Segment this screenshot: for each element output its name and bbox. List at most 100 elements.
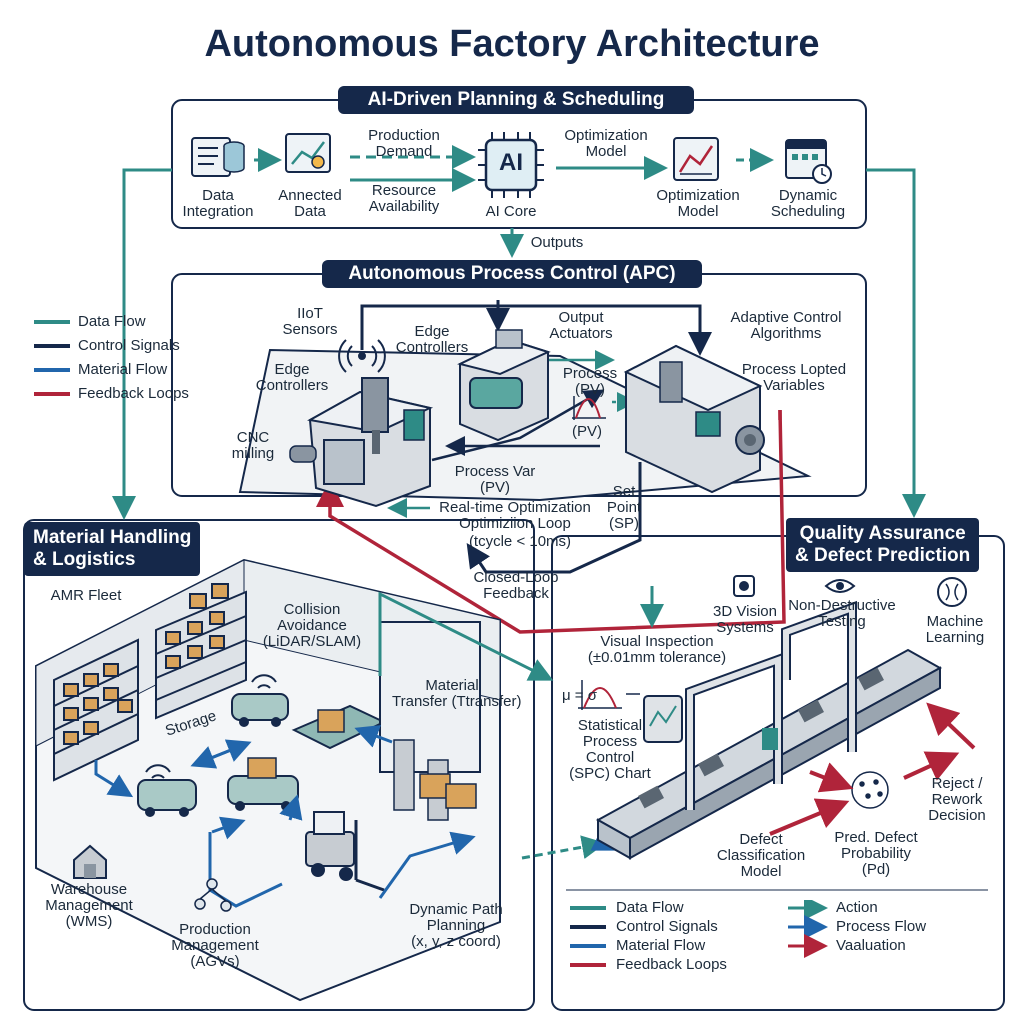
amr-fleet-label: AMR Fleet	[50, 587, 122, 604]
outputs-label: Outputs	[530, 234, 584, 251]
legend-item: Feedback Loops	[78, 385, 189, 402]
legend-swatch-control	[34, 344, 70, 348]
inspection-gate-2	[781, 600, 857, 752]
reject-decision-label: Reject / Rework Decision	[928, 775, 986, 824]
pred-defect-label: Pred. Defect Probability (Pd)	[834, 829, 918, 878]
vision-systems-label: 3D Vision Systems	[713, 603, 777, 636]
material-title: Material Handling & Logistics	[24, 522, 201, 576]
conveyor-cart	[291, 704, 387, 750]
material-flow-route-d	[378, 831, 476, 899]
material-transfer-label: Material Transfer (Ttransfer)	[392, 677, 522, 710]
brain-icon	[937, 577, 967, 607]
page-title: Autonomous Factory Architecture	[204, 23, 820, 65]
tcycle-label: (tcycle < 10ms)	[468, 533, 572, 550]
legend-item: Data Flow	[78, 313, 146, 330]
legend-item: Process Flow	[836, 918, 927, 935]
legend-item: Material Flow	[78, 361, 168, 378]
legend-item: Control Signals	[78, 337, 180, 354]
process-pv-label: Process (PV)	[562, 365, 618, 398]
planning-title: AI-Driven Planning & Scheduling	[338, 86, 694, 114]
realtime-loop-label: Real-time Optimization Optimiziion Loop	[439, 499, 591, 532]
legend-item: Data Flow	[616, 899, 684, 916]
legend-item: Action	[836, 899, 878, 916]
pv-small-label: (PV)	[572, 423, 602, 440]
wifi-sensor-icon	[338, 339, 386, 373]
network-icon	[194, 878, 232, 912]
cnc-milling-label: CNC milling	[231, 429, 275, 462]
legend-swatch-feedback	[34, 392, 70, 396]
edge-controllers-left-label: Edge Controllers	[255, 361, 329, 394]
annected-data-icon	[285, 133, 331, 173]
vision-camera-icon	[733, 575, 755, 597]
data-integration-icon	[191, 137, 245, 177]
spc-symbols-label: μ = σ	[562, 687, 597, 704]
legend-item: Feedback Loops	[616, 956, 727, 973]
storage-shelf-right	[155, 583, 247, 720]
evaluation-arrow-3	[903, 751, 960, 781]
data-integration-label: Data Integration	[182, 187, 254, 220]
spc-curve-icon	[578, 680, 640, 710]
dynamic-path-label: Dynamic Path Planning (x, y, z coord)	[409, 901, 503, 950]
process-var-label: Process Var (PV)	[454, 463, 536, 496]
legend-swatch-control	[570, 925, 606, 929]
ndt-label: Non-Destructive Testing	[788, 597, 896, 630]
collision-label: Collision Avoidance (LiDAR/SLAM)	[262, 601, 362, 650]
closed-loop-label: Closed-Loop Feedback	[473, 569, 559, 602]
defect-model-label: Defect Classification Model	[716, 831, 806, 880]
production-demand-label: Production Demand	[368, 127, 440, 160]
amr-robot-1	[231, 693, 289, 727]
adaptive-control-label: Adaptive Control Algorithms	[730, 309, 842, 342]
quality-title: Quality Assurance & Defect Prediction	[786, 518, 980, 572]
ai-core-chip-icon	[478, 132, 544, 198]
legend-swatch-data	[570, 906, 606, 910]
legend-item: Control Signals	[616, 918, 718, 935]
legend-item: Vaaluation	[836, 937, 906, 954]
annected-data-label: Annected Data	[278, 187, 342, 220]
wifi-icon	[145, 674, 277, 779]
storage-shelf-left	[53, 638, 139, 782]
production-mgmt-label: Production Management (AGVs)	[171, 921, 259, 970]
legend-item: Material Flow	[616, 937, 706, 954]
material-flow-route-b	[94, 760, 134, 798]
spc-chart-label: Statistical Process Control (SPC) Chart	[569, 717, 651, 782]
evaluation-arrow-1	[809, 762, 854, 793]
edge-controller-lathe	[457, 329, 551, 442]
dynamic-scheduling-icon	[785, 139, 832, 184]
eye-icon	[824, 579, 856, 593]
adaptive-control-machine	[623, 344, 765, 494]
inspection-gate-1	[685, 652, 783, 810]
control-signal-route-b	[466, 462, 642, 574]
edge-controllers-top-label: Edge Controllers	[395, 323, 469, 356]
spc-monitor	[643, 695, 683, 743]
amr-robot-2	[137, 779, 197, 817]
set-point-label: Set Point (SP)	[606, 483, 642, 532]
output-actuators-label: Output Actuators	[549, 309, 613, 342]
data-flow-right-route	[866, 168, 926, 518]
process-flow-to-quality	[521, 835, 606, 860]
legend-swatch-data	[34, 320, 70, 324]
legend-swatch-material	[34, 368, 70, 372]
material-transfer-station	[379, 621, 481, 821]
wms-label: Warehouse Management (WMS)	[45, 881, 133, 930]
optimization-model-top-label: Optimization Model	[564, 127, 648, 160]
dynamic-scheduling-label: Dynamic Scheduling	[770, 187, 846, 220]
optimization-model-icon	[673, 137, 719, 181]
data-flow-left-route	[112, 168, 172, 520]
cnc-milling-machine	[289, 377, 434, 508]
feedback-loop-route	[316, 409, 786, 634]
data-flow-transfer	[378, 591, 554, 681]
resource-availability-label: Resource Availability	[368, 182, 440, 215]
iiot-sensors-label: IIoT Sensors	[282, 305, 338, 338]
warehouse-icon	[73, 844, 107, 879]
ai-chip-text: AI	[499, 149, 523, 176]
evaluation-arrow-2	[769, 798, 850, 836]
legend-swatch-material	[570, 944, 606, 948]
legend-swatch-feedback	[570, 963, 606, 967]
forklift	[305, 811, 385, 892]
apc-title: Autonomous Process Control (APC)	[322, 260, 702, 288]
control-signal-route-a	[360, 304, 712, 356]
amr-robot-3	[227, 757, 299, 811]
legend-arrow-swatches	[788, 900, 828, 958]
evaluation-arrow-4	[926, 702, 976, 750]
